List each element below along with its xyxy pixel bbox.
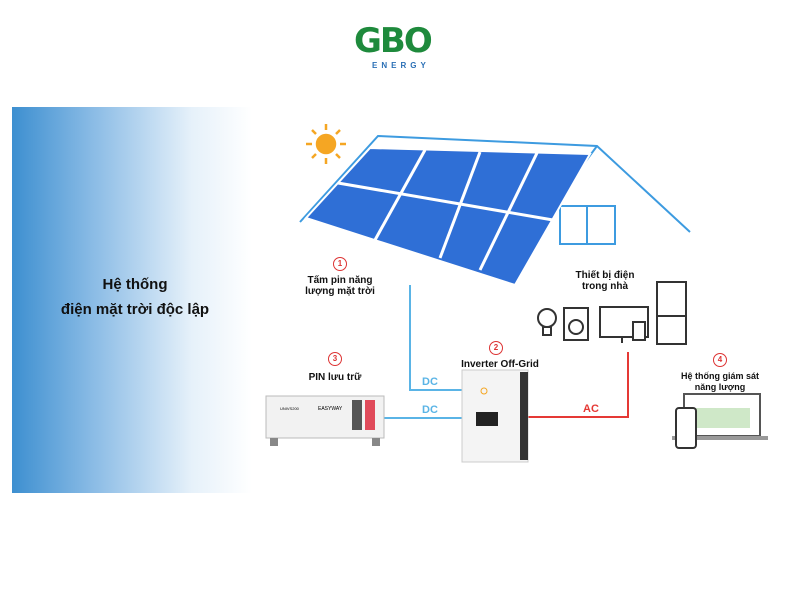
label-line: Thiết bị điện: [575, 270, 635, 281]
step-2-badge: 2: [489, 341, 503, 355]
dc-label-panel: DC: [422, 376, 438, 388]
battery-label: PIN lưu trữ: [308, 372, 362, 383]
page-title: Hệ thống điện mặt trời độc lập: [30, 272, 240, 322]
step-3-badge: 3: [328, 352, 342, 366]
monitoring-devices: [672, 393, 768, 449]
appliance-icons: [537, 281, 687, 345]
label-line: Tấm pin năng: [307, 275, 373, 286]
title-background-panel: [12, 107, 252, 493]
title-line-2: điện mặt trời độc lập: [60, 301, 210, 318]
inverter-label: Inverter Off-Grid: [461, 359, 539, 370]
inverter-device: [461, 369, 529, 463]
gbo-energy-logo: GBO ENERGY: [354, 24, 449, 74]
dc-label-battery: DC: [422, 404, 438, 416]
remote-icon: [632, 321, 646, 341]
label-line: Hệ thống giám sát: [680, 371, 759, 381]
battery-device: UNIVS200 EASYWAY: [265, 395, 385, 446]
step-1-badge: 1: [333, 257, 347, 271]
wires: [380, 285, 629, 419]
solar-panels: [304, 146, 592, 287]
label-line: lượng mặt trời: [305, 286, 375, 297]
tv-icon: [599, 306, 649, 343]
logo-main-text: GBO: [354, 21, 433, 61]
sun-icon: [306, 124, 346, 164]
logo-sub-text: ENERGY: [372, 61, 430, 70]
ac-label: AC: [583, 403, 599, 415]
battery-brand: EASYWAY: [318, 406, 343, 412]
light-bulb-icon: [537, 308, 557, 336]
washing-machine-icon: [563, 307, 589, 341]
fridge-icon: [656, 281, 687, 345]
step-4-badge: 4: [713, 353, 727, 367]
title-line-1: Hệ thống: [102, 276, 168, 293]
label-line: trong nhà: [581, 281, 629, 292]
battery-model: UNIVS200: [280, 406, 300, 411]
label-line: năng lượng: [694, 382, 746, 392]
